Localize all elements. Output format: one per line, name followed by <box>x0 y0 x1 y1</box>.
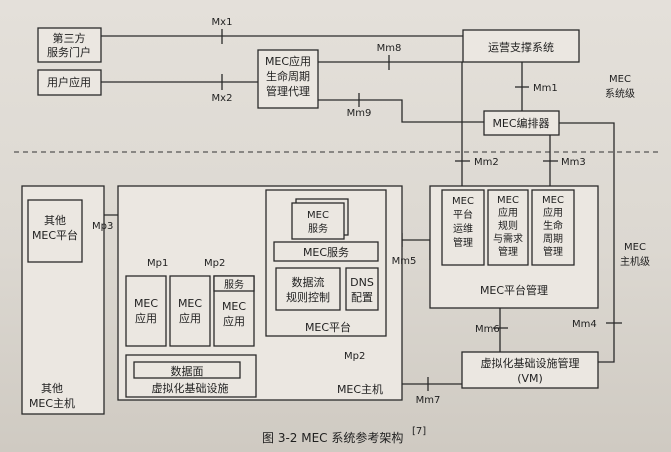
mec-app-1-label-2: 应用 <box>135 311 157 325</box>
mec-service-small-label-2: 服务 <box>308 222 328 235</box>
dns-label-2: 配置 <box>351 291 373 304</box>
user-app-label: 用户应用 <box>47 75 91 89</box>
service-tag-label: 服务 <box>224 278 244 291</box>
mec-app-box-2 <box>169 275 211 347</box>
service-tag-box <box>213 275 255 292</box>
app-lcm-line-4: 周期 <box>543 233 563 245</box>
rules-mgmt-line-1: MEC <box>497 195 519 206</box>
ref-mp1: Mp1 <box>147 258 168 269</box>
lcm-proxy-box <box>257 49 319 109</box>
mec-app-3-label-2: 应用 <box>223 314 245 328</box>
data-plane-label: 数据面 <box>171 364 204 378</box>
ref-mm4: Mm4 <box>572 319 597 330</box>
third-party-portal-box <box>37 27 102 63</box>
other-mec-platform-box <box>27 199 83 263</box>
host-level-label-2: 主机级 <box>620 255 650 268</box>
ref-mm7: Mm7 <box>416 395 441 406</box>
dns-config-box <box>345 267 379 311</box>
orchestrator-label: MEC编排器 <box>492 116 549 130</box>
ref-mm5: Mm5 <box>392 256 417 267</box>
ref-mp2-bottom: Mp2 <box>344 351 365 362</box>
ref-mm6: Mm6 <box>475 324 500 335</box>
lcm-proxy-label-2: 生命周期 <box>266 69 310 83</box>
app-lcm-line-5: 管理 <box>543 245 563 258</box>
mec-platform-label: MEC平台 <box>305 320 351 334</box>
ops-mgmt-line-4: 管理 <box>453 236 473 249</box>
vim-label-1: 虚拟化基础设施管理 <box>481 356 580 370</box>
mec-service-stack-box <box>291 202 345 240</box>
figure-caption-ref: [7] <box>412 426 426 437</box>
mec-service-bar <box>273 241 379 262</box>
orchestrator-box <box>483 110 560 136</box>
rules-mgmt-line-5: 管理 <box>498 245 518 258</box>
platform-ops-mgmt-box <box>441 189 485 266</box>
third-party-portal-label-2: 服务门户 <box>47 45 91 59</box>
ops-mgmt-line-2: 平台 <box>453 208 473 221</box>
vim-label-2: (VM) <box>517 372 543 385</box>
mm9-line <box>318 99 484 123</box>
traffic-rules-label-2: 规则控制 <box>286 290 330 304</box>
dns-label-1: DNS <box>350 276 374 289</box>
mm4-line <box>559 122 615 363</box>
virt-infra-label: 虚拟化基础设施 <box>152 381 229 395</box>
rules-mgmt-box <box>487 189 529 266</box>
platform-mgmt-label: MEC平台管理 <box>480 283 548 297</box>
mec-app-2-label-2: 应用 <box>179 311 201 325</box>
rules-mgmt-line-3: 规则 <box>498 219 518 232</box>
ops-mgmt-line-1: MEC <box>452 196 474 207</box>
mec-service-small-label-1: MEC <box>307 210 329 221</box>
data-plane-box <box>133 361 241 379</box>
ref-mm8: Mm8 <box>377 43 402 54</box>
ref-mm3: Mm3 <box>561 157 586 168</box>
lcm-proxy-label-3: 管理代理 <box>266 84 310 98</box>
other-platform-label-1: 其他 <box>44 214 66 227</box>
user-app-box <box>37 69 102 96</box>
ref-mm1: Mm1 <box>533 83 558 94</box>
mec-app-3-label-1: MEC <box>222 300 246 313</box>
other-platform-label-2: MEC平台 <box>32 228 78 242</box>
figure-caption: 图 3-2 MEC 系统参考架构 <box>262 430 403 445</box>
oss-label: 运营支撑系统 <box>488 40 554 54</box>
ref-mp2-top: Mp2 <box>204 258 225 269</box>
system-level-label-2: 系统级 <box>605 87 635 100</box>
app-lcm-line-2: 应用 <box>543 206 563 219</box>
ref-mx2: Mx2 <box>212 93 233 104</box>
system-level-label-1: MEC <box>609 74 631 85</box>
rules-mgmt-line-2: 应用 <box>498 206 518 219</box>
lcm-proxy-label-1: MEC应用 <box>265 54 311 68</box>
ref-mx1: Mx1 <box>212 17 233 28</box>
ref-mp3: Mp3 <box>92 221 113 232</box>
app-lcm-line-3: 生命 <box>543 219 563 232</box>
oss-box <box>462 29 580 63</box>
ops-mgmt-line-3: 运维 <box>453 222 473 235</box>
mec-service-label: MEC服务 <box>303 246 349 259</box>
mec-host-label: MEC主机 <box>337 382 383 396</box>
mec-app-box-1 <box>125 275 167 347</box>
mec-app-2-label-1: MEC <box>178 297 202 310</box>
app-lcm-line-1: MEC <box>542 195 564 206</box>
other-host-label-2: MEC主机 <box>29 396 75 410</box>
host-level-label-1: MEC <box>624 242 646 253</box>
ref-mm9: Mm9 <box>347 108 372 119</box>
rules-mgmt-line-4: 与需求 <box>493 233 523 245</box>
app-lcm-box <box>531 189 575 266</box>
mec-app-1-label-1: MEC <box>134 297 158 310</box>
other-host-label-1: 其他 <box>41 382 63 395</box>
vim-box <box>461 351 599 389</box>
ref-mm2: Mm2 <box>474 157 499 168</box>
traffic-rules-label-1: 数据流 <box>292 275 325 289</box>
third-party-portal-label-1: 第三方 <box>53 31 86 45</box>
traffic-rules-box <box>275 267 341 311</box>
